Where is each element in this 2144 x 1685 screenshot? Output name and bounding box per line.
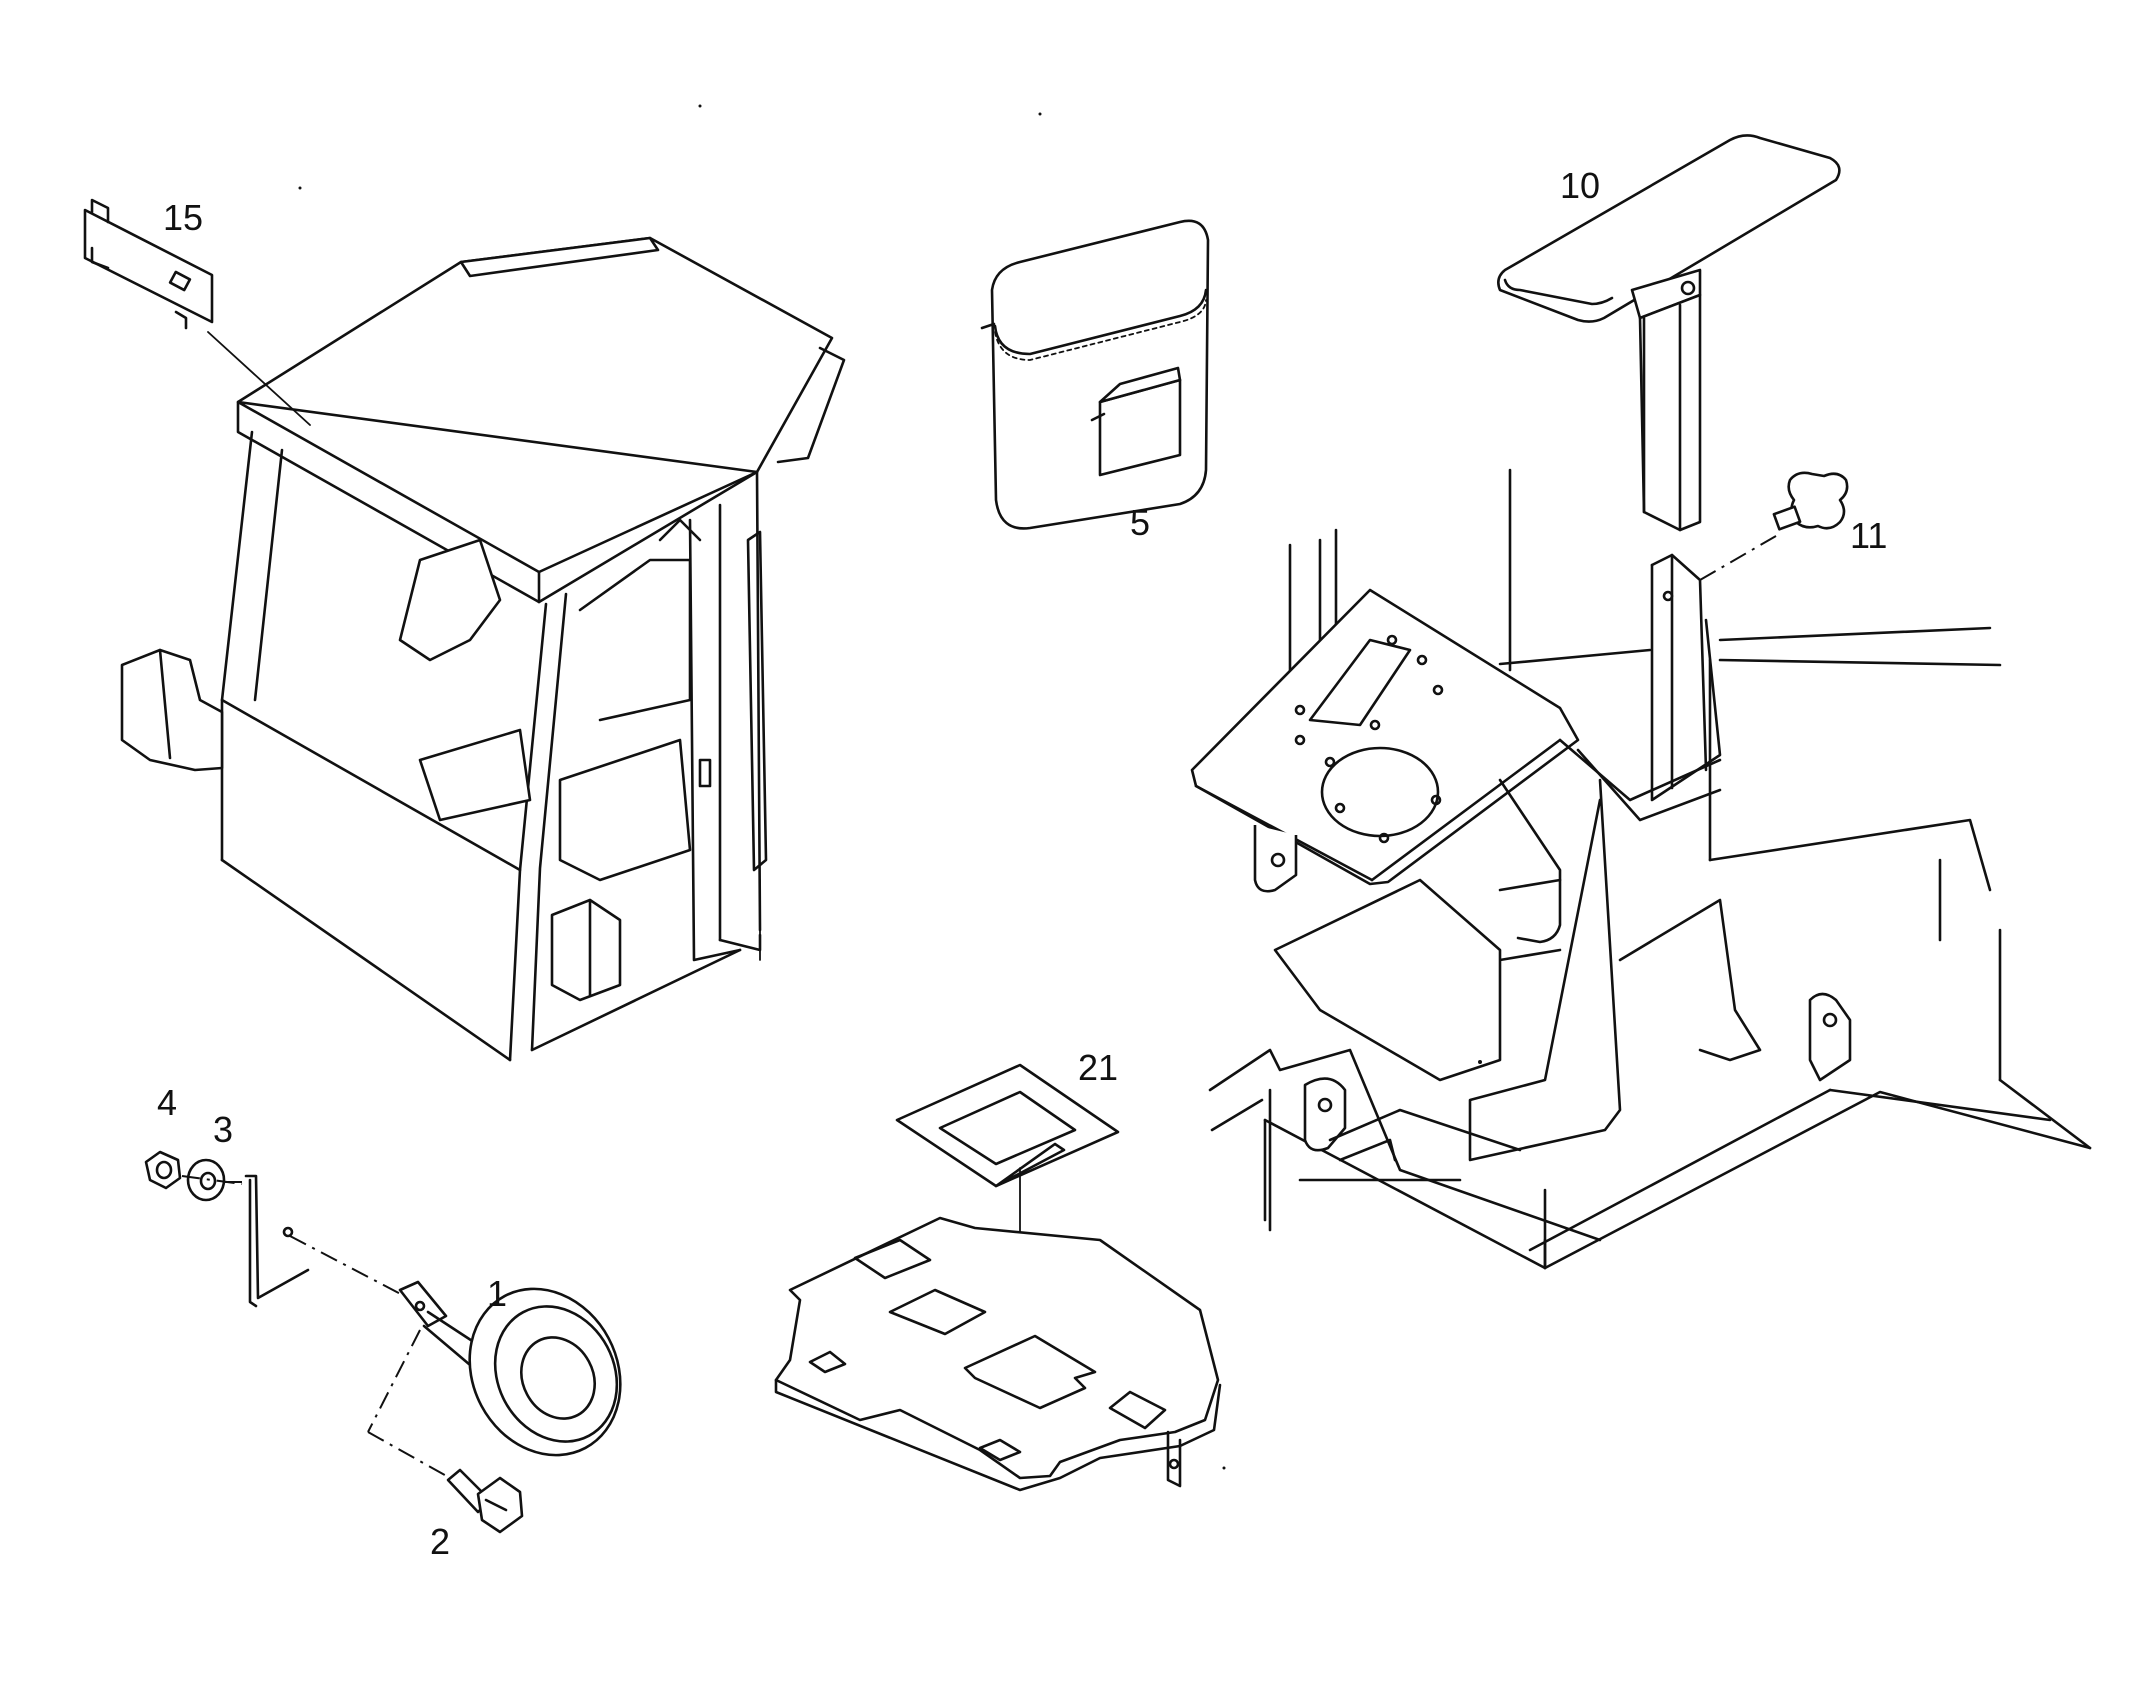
storage-box-icon	[980, 219, 1210, 530]
callout-11: 11	[1850, 515, 1888, 556]
callout-5: 5	[1130, 502, 1151, 543]
leader-15	[207, 331, 311, 426]
callout-21: 21	[1078, 1047, 1119, 1088]
cab-assembly	[120, 236, 846, 1062]
callout-3: 3	[213, 1109, 234, 1150]
knob-screw-icon	[1699, 471, 1849, 581]
horn-icon	[367, 1280, 622, 1479]
plate-bolt-holes	[1294, 634, 1444, 844]
scan-specks	[298, 104, 1482, 1470]
armrest-icon	[1497, 134, 1841, 532]
floor-plate	[774, 1216, 1222, 1492]
horn-mount-bracket	[244, 1174, 413, 1308]
callout-2: 2	[430, 1521, 451, 1562]
callout-4: 4	[157, 1082, 178, 1123]
floor-mat-icon	[895, 1063, 1120, 1331]
bolt-icon	[446, 1468, 524, 1534]
chassis-frame	[1190, 468, 2092, 1270]
callout-1: 1	[487, 1273, 508, 1314]
nut-icon	[144, 1150, 182, 1190]
callout-10: 10	[1560, 165, 1601, 206]
washer-icon	[186, 1158, 226, 1202]
roof-plate-icon	[83, 198, 214, 330]
callout-15: 15	[163, 197, 204, 238]
